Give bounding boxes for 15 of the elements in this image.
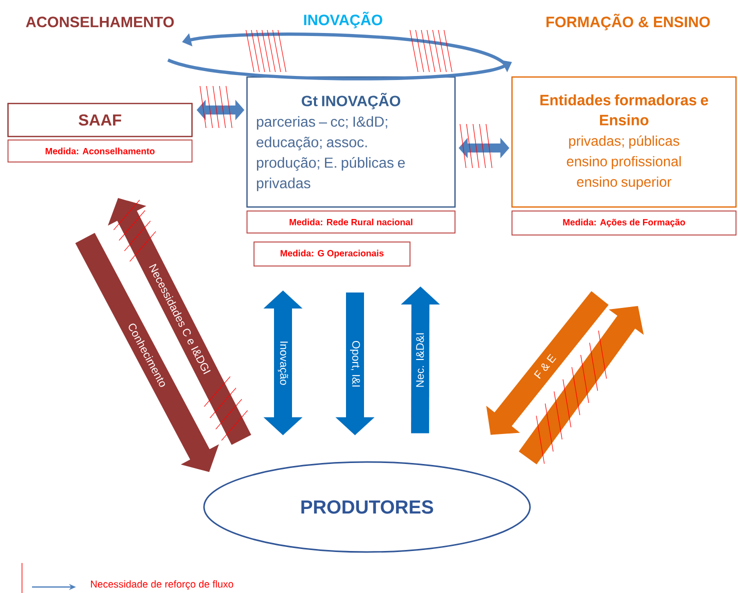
measure-box: Medida: Ações de Formação xyxy=(512,210,736,236)
measure-box: Medida: Aconselhamento xyxy=(8,140,192,162)
section-heading: ACONSELHAMENTO xyxy=(26,16,174,28)
group-box: Gt INOVAÇÃO parcerias – cc; I&dD; educação; assoc. produção; E. públicas e privadas xyxy=(246,76,456,208)
section-heading: FORMAÇÃO & ENSINO xyxy=(546,14,710,30)
edge-label: Nec. I&D&I xyxy=(416,333,424,387)
edge-label: Oport, I&I xyxy=(350,340,360,386)
entity-box: SAAF xyxy=(7,102,193,138)
legend-text: Necessidade de reforço de fluxo xyxy=(91,580,234,590)
edge-label: F & E xyxy=(534,354,556,379)
measure-box: Medida: G Operacionais xyxy=(254,242,410,266)
edge-label: Inovação xyxy=(278,342,288,385)
entity-box: Entidades formadoras e Ensino privadas; públicas ensino profissional ensino superior xyxy=(511,76,737,208)
section-heading: INOVAÇÃO xyxy=(304,12,382,28)
measure-box: Medida: Rede Rural nacional xyxy=(246,210,456,234)
